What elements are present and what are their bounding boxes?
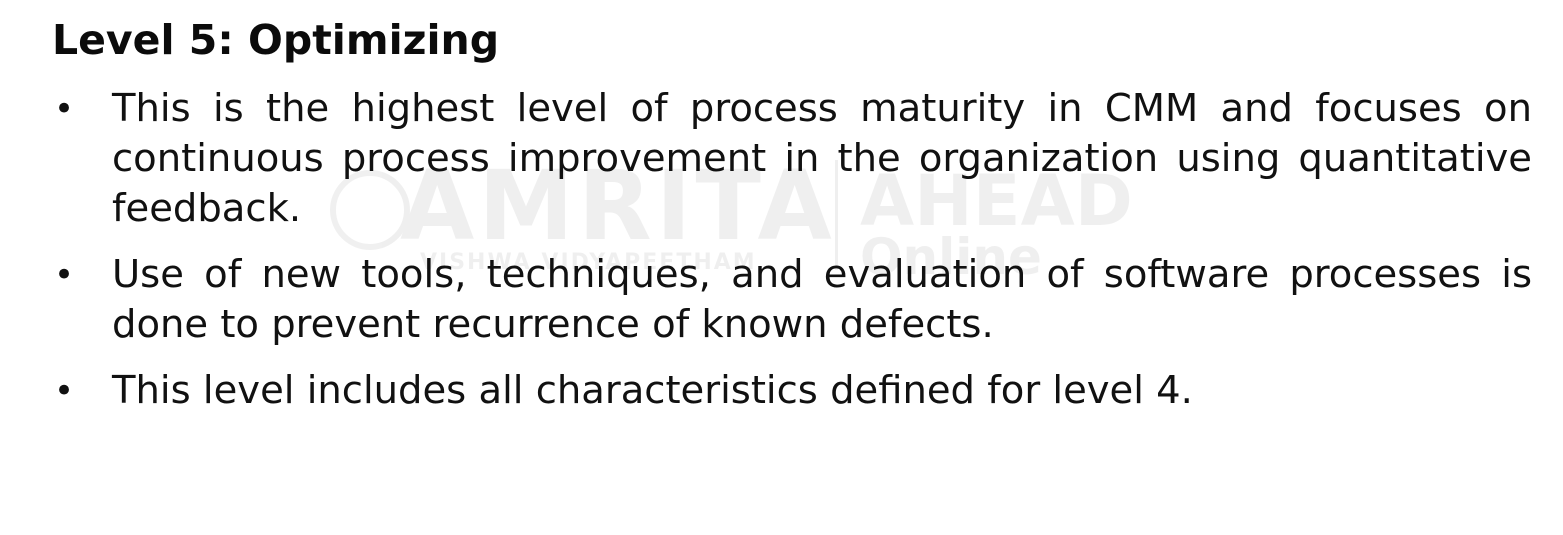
bullet-text: This is the highest level of process mat… — [112, 86, 1532, 231]
slide-title: Level 5: Optimizing — [52, 16, 500, 64]
bullet-item: • Use of new tools, techniques, and eval… — [52, 250, 1532, 350]
bullet-item: • This level includes all characteristic… — [52, 366, 1532, 416]
bullet-text: This level includes all characteristics … — [112, 368, 1193, 413]
bullet-item: • This is the highest level of process m… — [52, 84, 1532, 234]
bullet-dot-icon: • — [54, 255, 75, 295]
bullet-dot-icon: • — [54, 371, 75, 411]
bullet-list: • This is the highest level of process m… — [52, 84, 1532, 432]
bullet-text: Use of new tools, techniques, and evalua… — [112, 252, 1532, 347]
bullet-dot-icon: • — [54, 89, 75, 129]
